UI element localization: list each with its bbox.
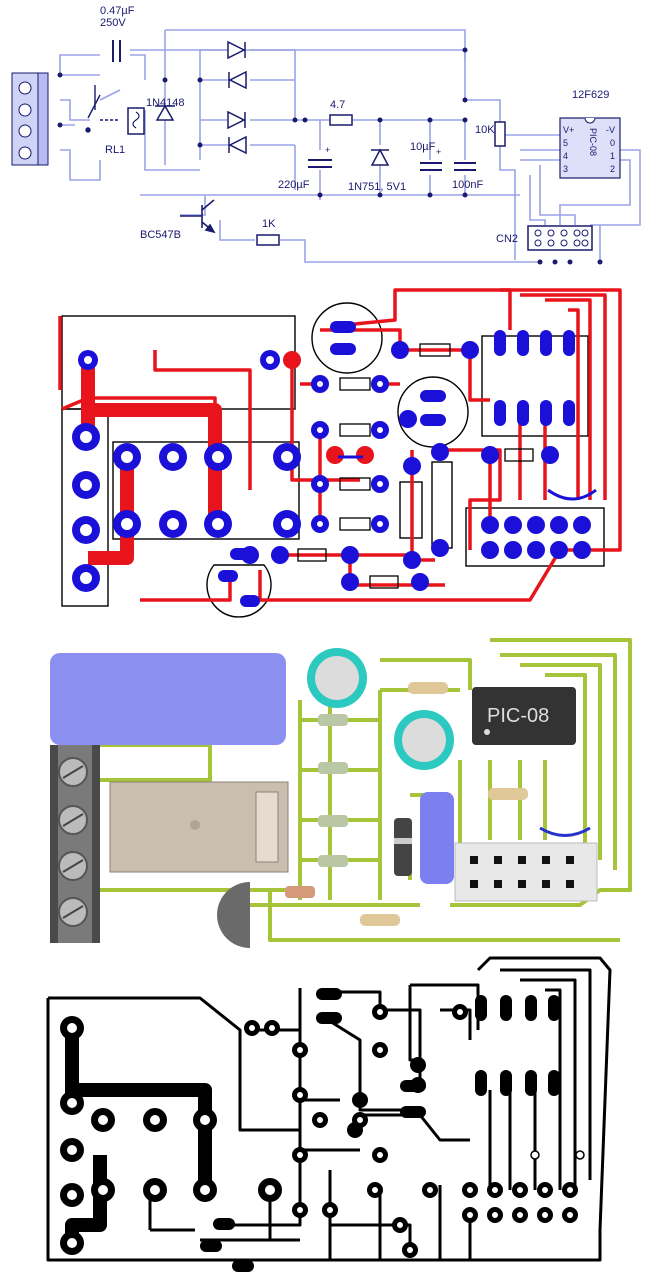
capacitor-10uf: + — [420, 147, 442, 171]
svg-text:+: + — [325, 145, 330, 155]
pads-oval — [218, 321, 575, 607]
render-ic-label: PIC-08 — [487, 705, 549, 727]
label-diode: 1N4148 — [146, 97, 185, 109]
label-connector: CN2 — [496, 233, 518, 245]
render-relay — [50, 653, 286, 745]
mask-traces — [46, 956, 612, 1262]
capacitor-100nf — [454, 162, 476, 171]
render-ic: PIC-08 — [472, 687, 576, 745]
schematic-wires — [59, 29, 641, 263]
label-ic: 12F629 — [572, 89, 609, 101]
label-relay: RL1 — [105, 144, 125, 156]
ic-pin-4: 4 — [563, 151, 568, 161]
label-cap-10: 10µF — [410, 141, 436, 153]
ic-12f629 — [559, 117, 621, 179]
render-relay-beige — [109, 781, 289, 873]
svg-text:+: + — [436, 147, 441, 157]
render-diode — [394, 818, 412, 876]
schematic-diagram: + + — [11, 5, 641, 265]
label-transistor: BC547B — [140, 229, 181, 241]
capacitor-220uf: + — [308, 145, 332, 168]
mask-jumper-holes — [530, 1150, 585, 1160]
render-terminal-block — [50, 745, 100, 943]
ic-pin-3: 3 — [563, 164, 568, 174]
render-connector — [454, 842, 598, 902]
label-zener: 1N751, 5V1 — [348, 181, 406, 193]
resistor-4-7 — [329, 114, 353, 126]
pcb-layout-diagram — [58, 288, 622, 618]
pads-large — [72, 423, 301, 592]
relay-coil — [127, 107, 145, 135]
ic-pin-vplus: V+ — [563, 125, 574, 135]
pads-small-holes — [84, 356, 383, 527]
ic-pin-0: 0 — [610, 138, 615, 148]
copper-mask — [46, 956, 612, 1272]
mask-oval-pads — [200, 988, 560, 1272]
ic-pin-1: 1 — [610, 151, 615, 161]
label-cap-220: 220µF — [278, 179, 310, 191]
connector-cn2 — [527, 225, 593, 251]
zener-1n751 — [370, 148, 390, 166]
ic-pin-2: 2 — [610, 164, 615, 174]
part-footprints — [297, 343, 534, 589]
bridge-rectifier — [227, 40, 247, 155]
render-film-capacitor — [420, 792, 454, 884]
label-cap-voltage: 250V — [100, 17, 126, 29]
render-diode-band — [394, 838, 412, 844]
label-resistor-47: 4.7 — [330, 99, 345, 111]
ic-pin-5: 5 — [563, 138, 568, 148]
mask-large-pad-holes — [67, 1023, 275, 1248]
render-jumper — [539, 826, 591, 837]
mask-power-trace — [65, 1030, 212, 1240]
copper-power-trace — [81, 362, 222, 565]
label-cap-100n: 100nF — [452, 179, 483, 191]
label-cap-value: 0.47µF — [100, 5, 135, 17]
ic-pin-minus-v: -V — [606, 125, 615, 135]
transistor-bc547b — [180, 199, 216, 234]
wire-jumper — [547, 488, 597, 501]
resistor-1k — [256, 234, 280, 246]
label-ic-part: PIC-08 — [588, 128, 598, 156]
terminal-block — [11, 72, 49, 166]
render-capacitors — [307, 648, 454, 770]
junction-dots — [57, 47, 603, 265]
resistor-10k — [494, 121, 506, 147]
render-transistor — [217, 882, 250, 948]
pads-large-holes — [80, 431, 293, 584]
mask-small-pad-holes — [249, 1009, 573, 1253]
label-resistor-1k: 1K — [262, 218, 276, 230]
red-jumper-pads — [283, 351, 374, 464]
label-resistor-10k: 10K — [475, 124, 495, 136]
render-resistors — [285, 682, 528, 926]
capacitor-047uf — [112, 40, 121, 62]
board-render: PIC-08 — [50, 638, 632, 948]
diode-1n4148 — [155, 104, 175, 121]
relay-contacts — [85, 85, 120, 133]
